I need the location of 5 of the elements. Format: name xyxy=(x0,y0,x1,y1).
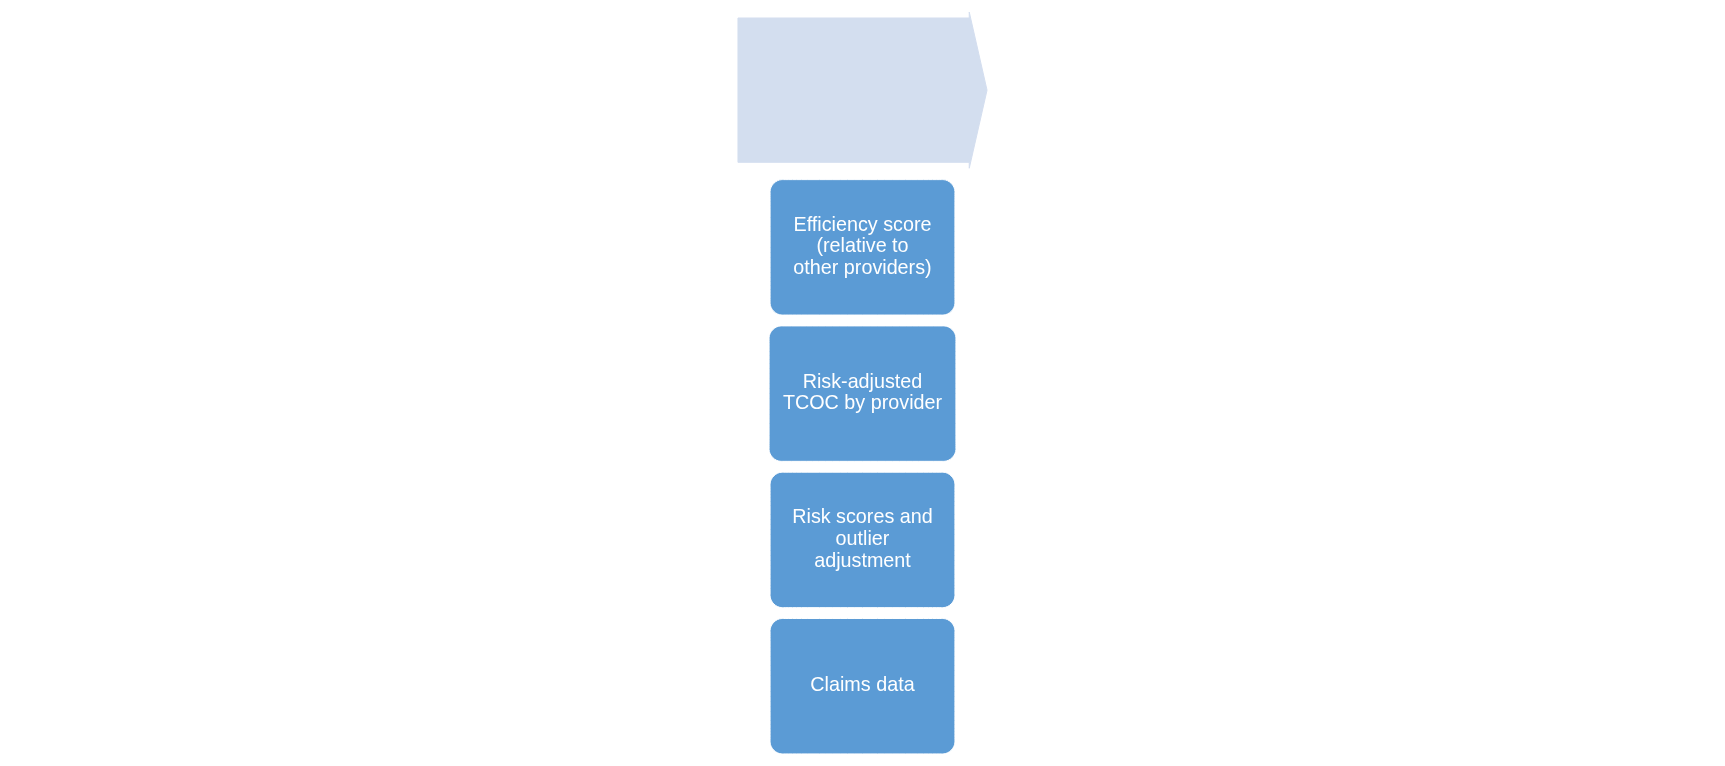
node-box: Risk-adjusted TCOC by provider xyxy=(768,325,957,462)
node-box: Risk scores and outlier adjustment xyxy=(769,471,956,609)
node-box: Claims data xyxy=(769,618,956,755)
node-box: Efficiency score (relative to other providers) xyxy=(769,179,956,316)
node-arrow xyxy=(737,11,988,169)
